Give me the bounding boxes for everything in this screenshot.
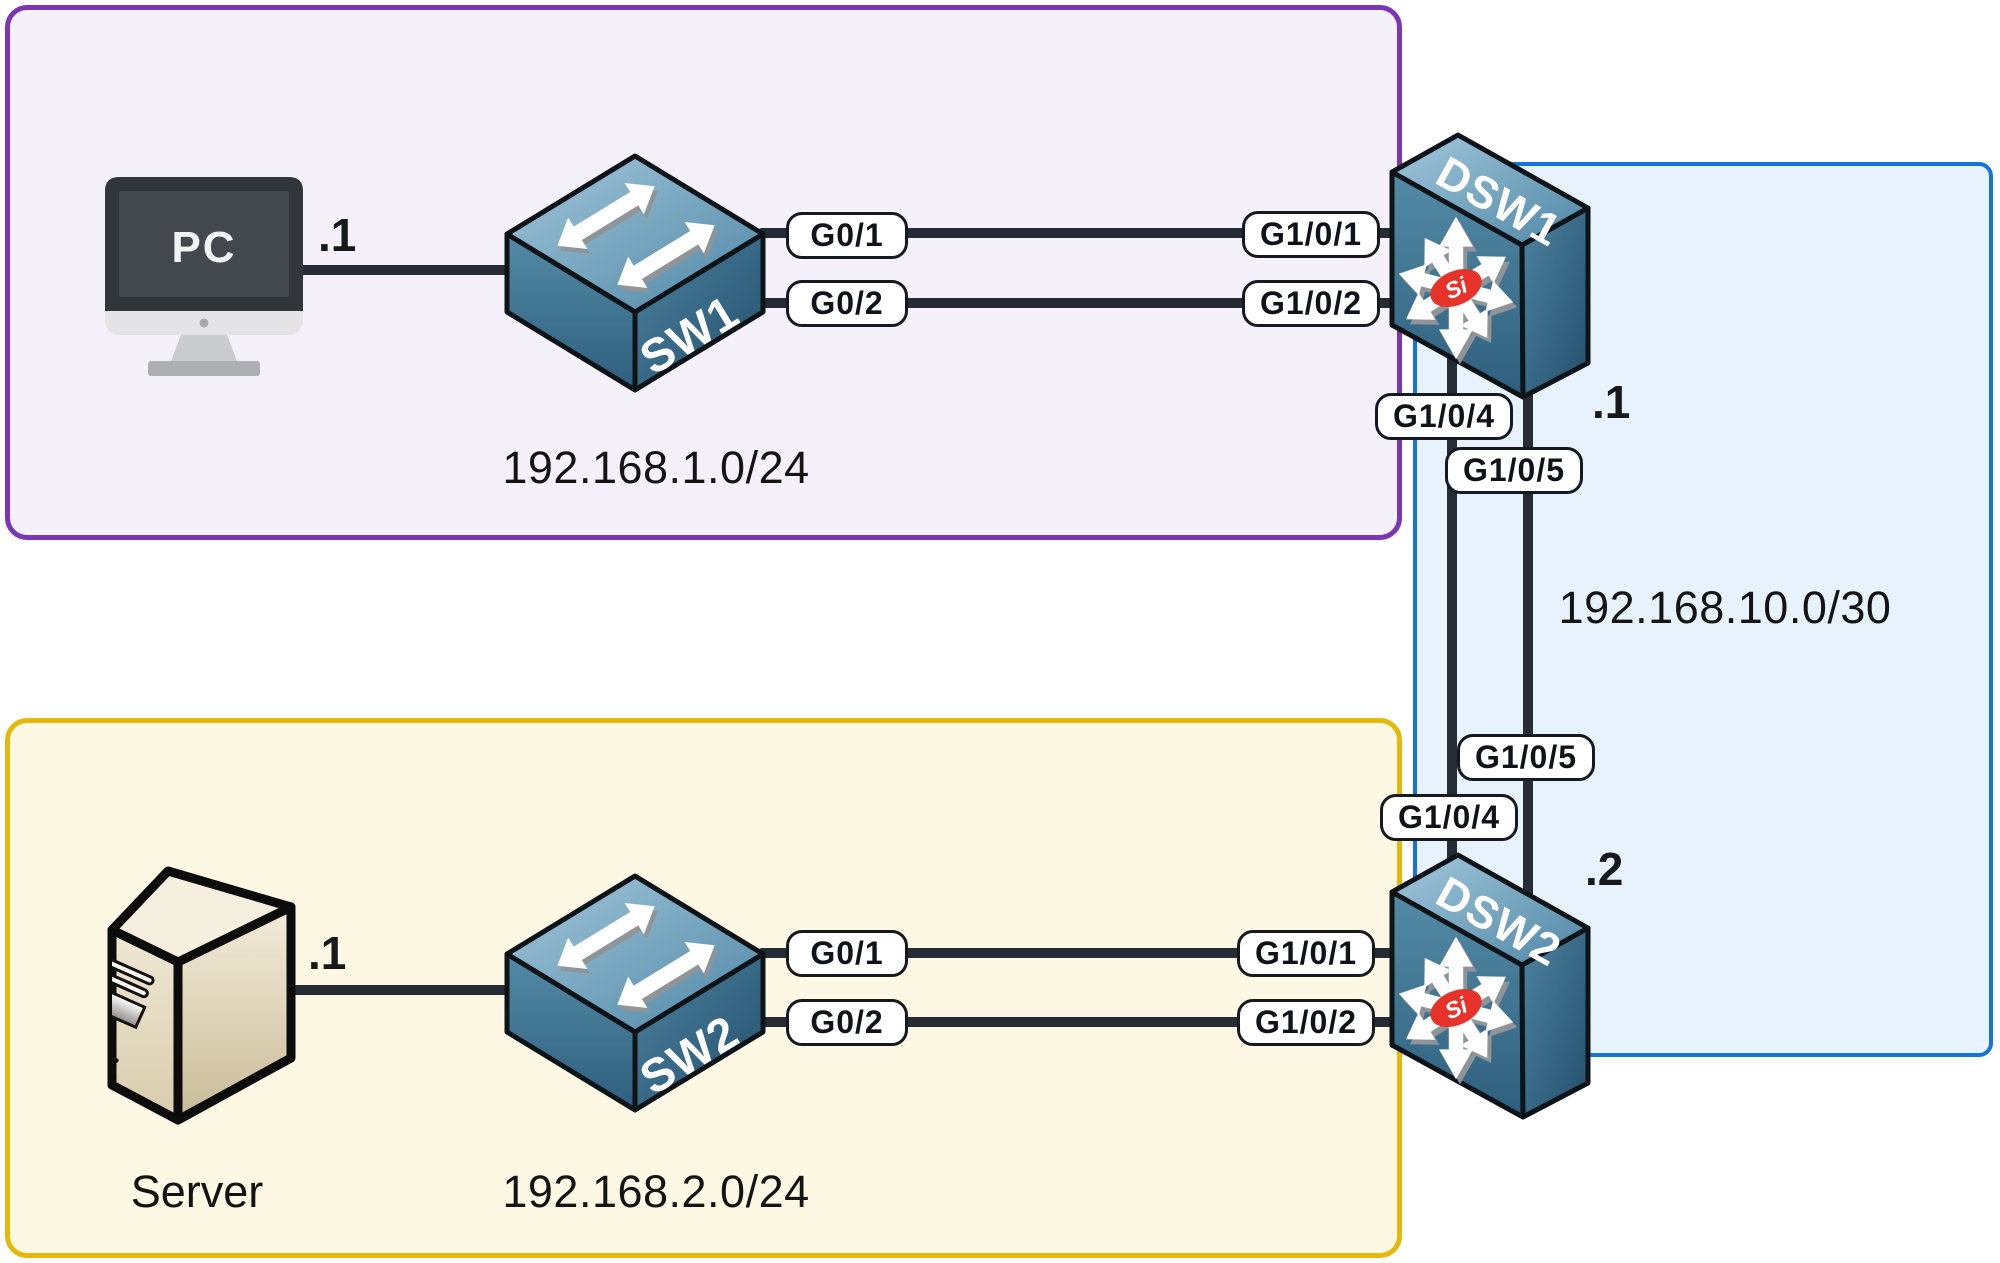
port-label-dsw1-g1-0-5: G1/0/5 [1445, 447, 1583, 494]
server-front-details [112, 957, 155, 1074]
pc-screen [119, 191, 289, 297]
pc-stand-base [148, 361, 260, 376]
link-dsw1-dsw2-g105 [1523, 392, 1533, 945]
link-sw1-dsw1-g01 [758, 228, 1394, 238]
multilayer-switch-dsw2-icon: Si DSW2 [1389, 852, 1591, 1120]
subnet-label-vlan2: 192.168.2.0/24 [502, 1166, 810, 1217]
link-sw2-dsw2-g02 [758, 1017, 1394, 1027]
si-badge: Si [1430, 268, 1482, 308]
server-front-face [107, 925, 183, 1125]
link-pc-sw1 [290, 265, 515, 275]
port-label-sw2-g0-2: G0/2 [786, 999, 908, 1046]
ip-label-dsw2: .2 [1585, 843, 1624, 895]
port-label-dsw1-g1-0-1: G1/0/1 [1242, 211, 1380, 258]
pc-icon: PC [105, 177, 303, 376]
link-dsw1-dsw2-g104 [1447, 355, 1457, 910]
link-server-sw2 [285, 985, 515, 995]
port-label-dsw1-g1-0-2: G1/0/2 [1242, 280, 1380, 327]
ip-label-dsw1: .1 [1592, 376, 1631, 428]
ip-label-server: .1 [308, 927, 347, 979]
pc-label: PC [171, 223, 236, 272]
link-sw2-dsw2-g01 [758, 948, 1394, 958]
si-badge: Si [1430, 988, 1482, 1028]
pc-stand-neck [171, 335, 237, 361]
switch-sw1-icon: SW1 [504, 153, 766, 393]
link-sw1-dsw1-g02 [758, 298, 1394, 308]
port-label-dsw1-g1-0-4: G1/0/4 [1375, 393, 1513, 440]
subnet-label-ptp: 192.168.10.0/30 [1558, 582, 1892, 633]
port-label-sw1-g0-2: G0/2 [786, 280, 908, 327]
port-label-sw2-g0-1: G0/1 [786, 930, 908, 977]
port-label-dsw2-g1-0-5: G1/0/5 [1457, 734, 1595, 781]
server-name-label: Server [130, 1166, 264, 1217]
port-label-sw1-g0-1: G0/1 [786, 212, 908, 259]
server-cd-drive [112, 983, 147, 1030]
subnet-label-vlan1: 192.168.1.0/24 [502, 442, 810, 493]
multilayer-switch-dsw1-icon: Si DSW1 [1389, 132, 1591, 400]
ip-label-pc: .1 [318, 209, 357, 261]
port-label-dsw2-g1-0-1: G1/0/1 [1237, 930, 1375, 977]
server-icon [107, 866, 296, 1125]
port-label-dsw2-g1-0-4: G1/0/4 [1380, 794, 1518, 841]
port-label-dsw2-g1-0-2: G1/0/2 [1237, 999, 1375, 1046]
pc-camera-dot [199, 318, 209, 328]
switch-sw2-icon: SW2 [504, 873, 766, 1113]
